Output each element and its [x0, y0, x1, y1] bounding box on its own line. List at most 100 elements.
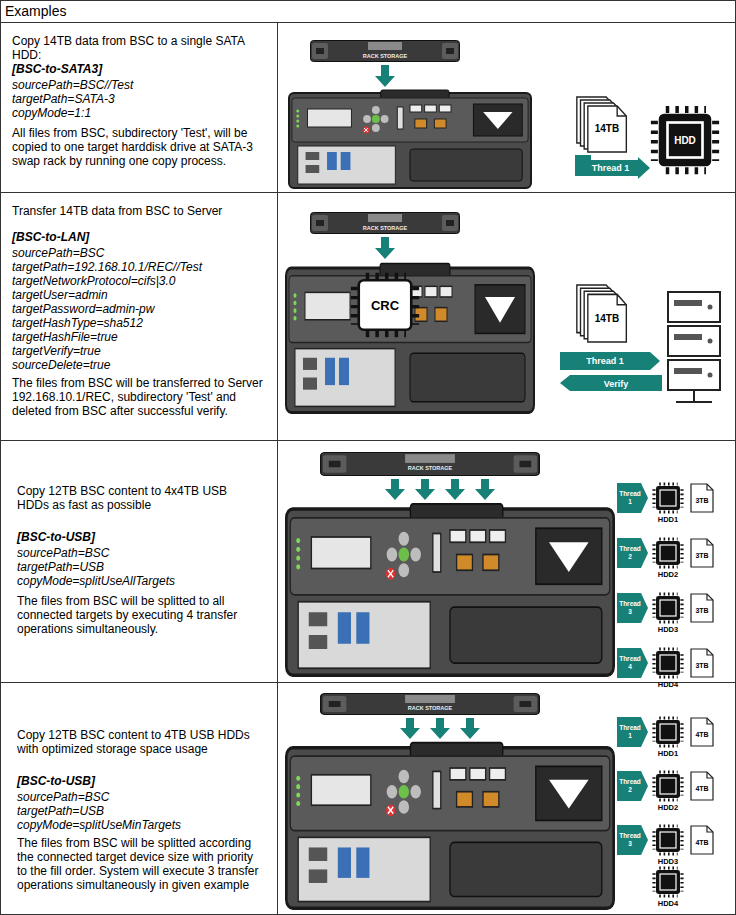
- node-label: HDD2: [638, 570, 698, 579]
- example-text: targetPath=SATA-3: [12, 92, 265, 106]
- node-label: HDD4: [638, 680, 698, 689]
- hdd-chip-shape: [652, 482, 684, 514]
- example-text: Copy 12TB BSC content to 4TB USB HDDs wi…: [17, 728, 260, 756]
- hdd-chip-shape: [652, 770, 684, 802]
- example-text: [BSC-to-SATA3]: [12, 62, 265, 76]
- example-text-cell: Copy 14TB data from BSC to a single SATA…: [0, 22, 277, 192]
- file-icon: 3TB: [690, 648, 714, 678]
- example-text: sourcePath=BSC: [17, 790, 260, 804]
- example-text: Copy 14TB data from BSC to a single SATA…: [12, 34, 265, 62]
- thread-label: Verify: [572, 377, 660, 391]
- file-icon: 3TB: [690, 593, 714, 623]
- example-text: targetPassword=admin-pw: [12, 302, 265, 316]
- example-text: The files from BSC will be splitted to a…: [17, 594, 260, 636]
- thread-label: Thread 4: [617, 655, 643, 671]
- rack-label: RACK STORAGE: [355, 53, 415, 60]
- example-text: targetVerify=true: [12, 344, 265, 358]
- example-text: targetHashFile=true: [12, 330, 265, 344]
- example-text: sourcePath=BSC: [17, 546, 260, 560]
- rack-label: RACK STORAGE: [400, 705, 460, 712]
- thread-label: Thread 1: [617, 490, 643, 506]
- node-label: 3TB: [691, 654, 713, 677]
- hdd-chip-shape: [652, 537, 684, 569]
- node-label: 4TB: [691, 723, 713, 746]
- copy-device: [286, 90, 614, 908]
- example-text: copyMode=splitUseMinTargets: [17, 818, 260, 832]
- example-text: sourcePath=BSC//Test: [12, 78, 265, 92]
- node-label: HDD1: [638, 515, 698, 524]
- example-text: The files from BSC will be splitted acco…: [17, 836, 260, 892]
- example-text: targetPath=USB: [17, 560, 260, 574]
- hdd-chip: HDD4: [652, 647, 684, 679]
- example-text: Transfer 14TB data from BSC to Server: [12, 204, 265, 218]
- example-text-cell: Copy 12TB BSC content to 4x4TB USB HDDs …: [0, 440, 277, 682]
- hdd-chip: HDD4: [652, 866, 684, 898]
- example-text: [BSC-to-USB]: [17, 530, 260, 544]
- example-text: [BSC-to-USB]: [17, 774, 260, 788]
- thread-label: Thread 2: [617, 545, 643, 561]
- hdd-chip: HDD3: [652, 592, 684, 624]
- file-icon: 4TB: [690, 717, 714, 747]
- node-label: HDD2: [638, 803, 698, 812]
- example-text: [BSC-to-LAN]: [12, 230, 265, 244]
- hdd-chip: HDD2: [652, 537, 684, 569]
- node-label: 3TB: [691, 599, 713, 622]
- thread-label: Thread 3: [617, 600, 643, 616]
- example-text-cell: Copy 12TB BSC content to 4TB USB HDDs wi…: [0, 682, 277, 915]
- hdd-chip-shape: [652, 824, 684, 856]
- example-text-cell: Transfer 14TB data from BSC to Server [BS…: [0, 192, 277, 440]
- hdd-chip: HDD1: [652, 482, 684, 514]
- file-icon: 4TB: [690, 825, 714, 855]
- example-text: targetNetworkProtocol=cifs|3.0: [12, 274, 265, 288]
- file-icon: 3TB: [690, 538, 714, 568]
- hdd-chip: HDD2: [652, 770, 684, 802]
- hdd-chip: HDD: [650, 105, 720, 175]
- example-text: copyMode=1:1: [12, 106, 265, 120]
- hdd-chip-shape: [652, 647, 684, 679]
- example-text: targetPath=USB: [17, 804, 260, 818]
- file-icon: 3TB: [690, 483, 714, 513]
- rack-label: RACK STORAGE: [355, 225, 415, 232]
- hdd-chip-shape: [652, 716, 684, 748]
- thread-label: Thread 1: [562, 354, 648, 368]
- node-label: HDD3: [638, 857, 698, 866]
- example-text: targetUser=admin: [12, 288, 265, 302]
- table-title: Examples: [5, 3, 66, 19]
- example-text: Copy 12TB BSC content to 4x4TB USB HDDs …: [17, 484, 260, 512]
- example-text: sourceDelete=true: [12, 358, 265, 372]
- node-label: 14TB: [588, 106, 627, 152]
- server-icon: [668, 292, 720, 402]
- hdd-chip: HDD3: [652, 824, 684, 856]
- hdd-chip: HDD1: [652, 716, 684, 748]
- node-label: 4TB: [691, 777, 713, 800]
- example-text: copyMode=splitUseAllTargets: [17, 574, 260, 588]
- thread-label: Thread 3: [617, 832, 643, 848]
- node-label: 14TB: [588, 294, 627, 342]
- thread-label: Thread 2: [617, 778, 643, 794]
- node-label: 3TB: [691, 544, 713, 567]
- thread-label: Thread 1: [617, 724, 643, 740]
- node-label: HDD1: [638, 749, 698, 758]
- file-stack: 14TB: [575, 283, 630, 345]
- example-text: The files from BSC will be transferred t…: [12, 376, 265, 418]
- thread-label: Thread 1: [583, 161, 638, 175]
- node-label: 4TB: [691, 831, 713, 854]
- rack-label: RACK STORAGE: [400, 465, 460, 472]
- node-label: HDD: [650, 105, 720, 175]
- example-text: targetHashType=sha512: [12, 316, 265, 330]
- node-label: HDD4: [638, 899, 698, 908]
- node-label: HDD3: [638, 625, 698, 634]
- crc-chip: CRC: [350, 272, 420, 338]
- file-icon: 4TB: [690, 771, 714, 801]
- example-text: All files from BSC, subdirectory 'Test',…: [12, 126, 265, 168]
- node-label: CRC: [350, 272, 420, 338]
- example-text: sourcePath=BSC: [12, 246, 265, 260]
- thread-arrow: [583, 155, 650, 179]
- hdd-chip-shape: [652, 592, 684, 624]
- file-stack: 14TB: [575, 95, 630, 155]
- node-label: 3TB: [691, 489, 713, 512]
- thread-band: [560, 352, 662, 855]
- hdd-chip-shape: [652, 866, 684, 898]
